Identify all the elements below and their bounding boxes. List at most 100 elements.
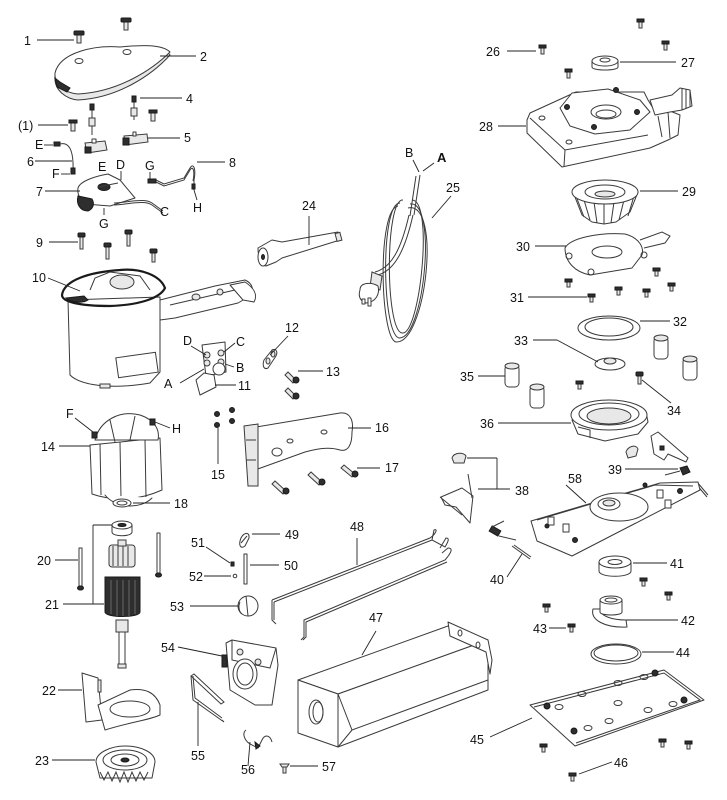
callout-48: 48 [350,520,364,534]
callout-22: 22 [42,684,56,698]
rubber-feet-part-35 [504,334,698,409]
callout-43: 43 [533,622,547,636]
seal-ring-part-44 [590,643,642,665]
base-housing-part-28 [526,87,693,168]
callout-8: 8 [229,156,236,170]
clamp-lever [650,431,689,463]
callout-1-alt: (1) [18,119,33,133]
callout-52: 52 [189,570,203,584]
spring-clip-part-56 [243,729,273,750]
callout-5: 5 [184,131,191,145]
callout-30: 30 [516,240,530,254]
callout-16: 16 [375,421,389,435]
callout-55: 55 [191,749,205,763]
bearing-housing-part-36 [570,399,649,442]
washer-part-18 [112,498,132,508]
dust-box-part-47 [297,621,493,748]
armature-part-21 [104,539,141,669]
callout-40: 40 [490,573,504,587]
screws-part-17 [271,464,359,495]
callout-17: 17 [385,461,399,475]
wire-frame-part-48 [271,529,452,641]
callout-49: 49 [285,528,299,542]
screws-part-13 [284,371,300,400]
callout-15: 15 [211,468,225,482]
washer-part-33 [594,357,626,371]
callout-41: 41 [670,557,684,571]
strain-relief-part-24 [257,231,343,267]
callout-24: 24 [302,199,316,213]
fan-part-29 [571,179,639,225]
callout-56: 56 [241,763,255,777]
nuts-part-15 [214,407,235,428]
clamp-pad [625,445,639,459]
seal-ring-part-32 [577,315,641,341]
sanding-pad-part-45 [529,669,705,747]
screw-mid-right [575,380,584,390]
cord25-label-b: B [405,146,413,160]
motor-housing-part-10 [60,268,257,389]
wire-part-8 [147,165,196,190]
motor-cover-part-2 [54,45,171,101]
callout-25: 25 [446,181,460,195]
tie-rods-part-20 [77,532,162,591]
callout-33: 33 [514,334,528,348]
ball-part-52 [232,573,238,579]
fan-part-23 [95,745,156,784]
callout-14: 14 [41,440,55,454]
cable-clip-part-12 [262,349,278,369]
carbon-brush-part-4 [88,95,138,135]
brush-holder-part-5 [84,131,149,154]
callout-9: 9 [36,236,43,250]
cord25-label-a: A [437,150,447,165]
terminal11-label-b: B [236,361,244,375]
callout-44: 44 [676,646,690,660]
cam-part-49 [239,533,250,548]
callout-47: 47 [369,611,383,625]
callout-31: 31 [510,291,524,305]
callout-50: 50 [284,559,298,573]
bearing-part-41 [598,555,632,577]
screw-part-1 [73,30,85,44]
callout-57: 57 [322,760,336,774]
terminal11-label-a: A [164,377,173,391]
terminal-block-part-11 [195,341,227,396]
callout-58: 58 [568,472,582,486]
switch7-label-g: G [99,217,109,231]
screw-part-57 [279,763,290,774]
stator14-label-f: F [66,407,74,421]
callout-32: 32 [673,315,687,329]
callout-6: 6 [27,155,34,169]
callout-28: 28 [479,120,493,134]
callout-45: 45 [470,733,484,747]
callout-12: 12 [285,321,299,335]
screw-part-34 [635,371,644,385]
callout-46: 46 [614,756,628,770]
callout-51: 51 [191,536,205,550]
callout-21: 21 [45,598,59,612]
callout-53: 53 [170,600,184,614]
callout-38: 38 [515,484,529,498]
callout-29: 29 [682,185,696,199]
base-plate-part-58 [530,481,701,557]
dust-port-part-54 [221,639,279,706]
wire-part-6 [53,141,76,175]
counterweight-part-42 [592,595,628,628]
screws-part-9 [77,229,158,263]
callout-2: 2 [200,50,207,64]
screws-part-43 [542,577,673,633]
callout-27: 27 [681,56,695,70]
wire6-label-e: E [35,138,43,152]
baffle-plate-part-30 [564,231,671,276]
knob-part-53 [237,595,259,617]
callout-26: 26 [486,45,500,59]
wire6-label-f: F [52,167,60,181]
switch7-label-e: E [98,160,106,174]
bearing-part-27 [591,55,619,71]
callout-1: 1 [24,34,31,48]
clamp-part-38 [439,473,474,524]
callout-35: 35 [460,370,474,384]
callout-7: 7 [36,185,43,199]
bearing-armature [111,520,133,537]
